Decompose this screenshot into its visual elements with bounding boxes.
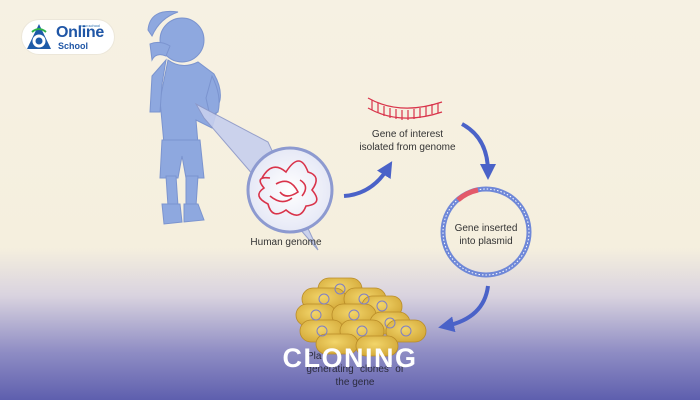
plasmid-label-line-1: Gene inserted [454,223,518,234]
gene-label-line-1: Gene of interest [371,129,444,140]
logo-drop-icon [27,24,51,49]
clones-label-line-1: Pla [307,351,322,362]
bacteria-cluster [295,277,427,357]
logo-brand-main: Online [56,24,104,41]
page-title: CLONING [282,343,418,373]
plasmid-label: Gene inserted into plasmid [440,222,532,248]
gene-of-interest-label: Gene of interest isolated from genome [350,128,465,154]
arrow-genome-to-gene [343,161,393,198]
human-genome-label: Human genome [250,237,322,248]
child-silhouette [147,10,221,225]
gene-label-line-2: isolated from genome [359,142,456,153]
arrow-plasmid-to-bacteria [438,285,490,333]
online-school-logo[interactable]: www.school Online School [22,20,114,54]
clones-label-line-2: generating "clones" of [306,364,404,375]
plasmid-label-line-2: into plasmid [459,236,513,247]
gene-fragment [367,97,443,120]
arrow-gene-to-plasmid [460,122,496,180]
logo-tagline: www.school [79,23,101,28]
plasmid-ring [440,186,532,278]
genome-strands [258,160,318,216]
logo-brand-sub: School [58,41,89,51]
genome-zoom-circle [246,146,334,234]
clones-label: Pla generating "clones" of the gene [275,350,435,389]
clones-label-line-3: the gene [335,377,375,388]
